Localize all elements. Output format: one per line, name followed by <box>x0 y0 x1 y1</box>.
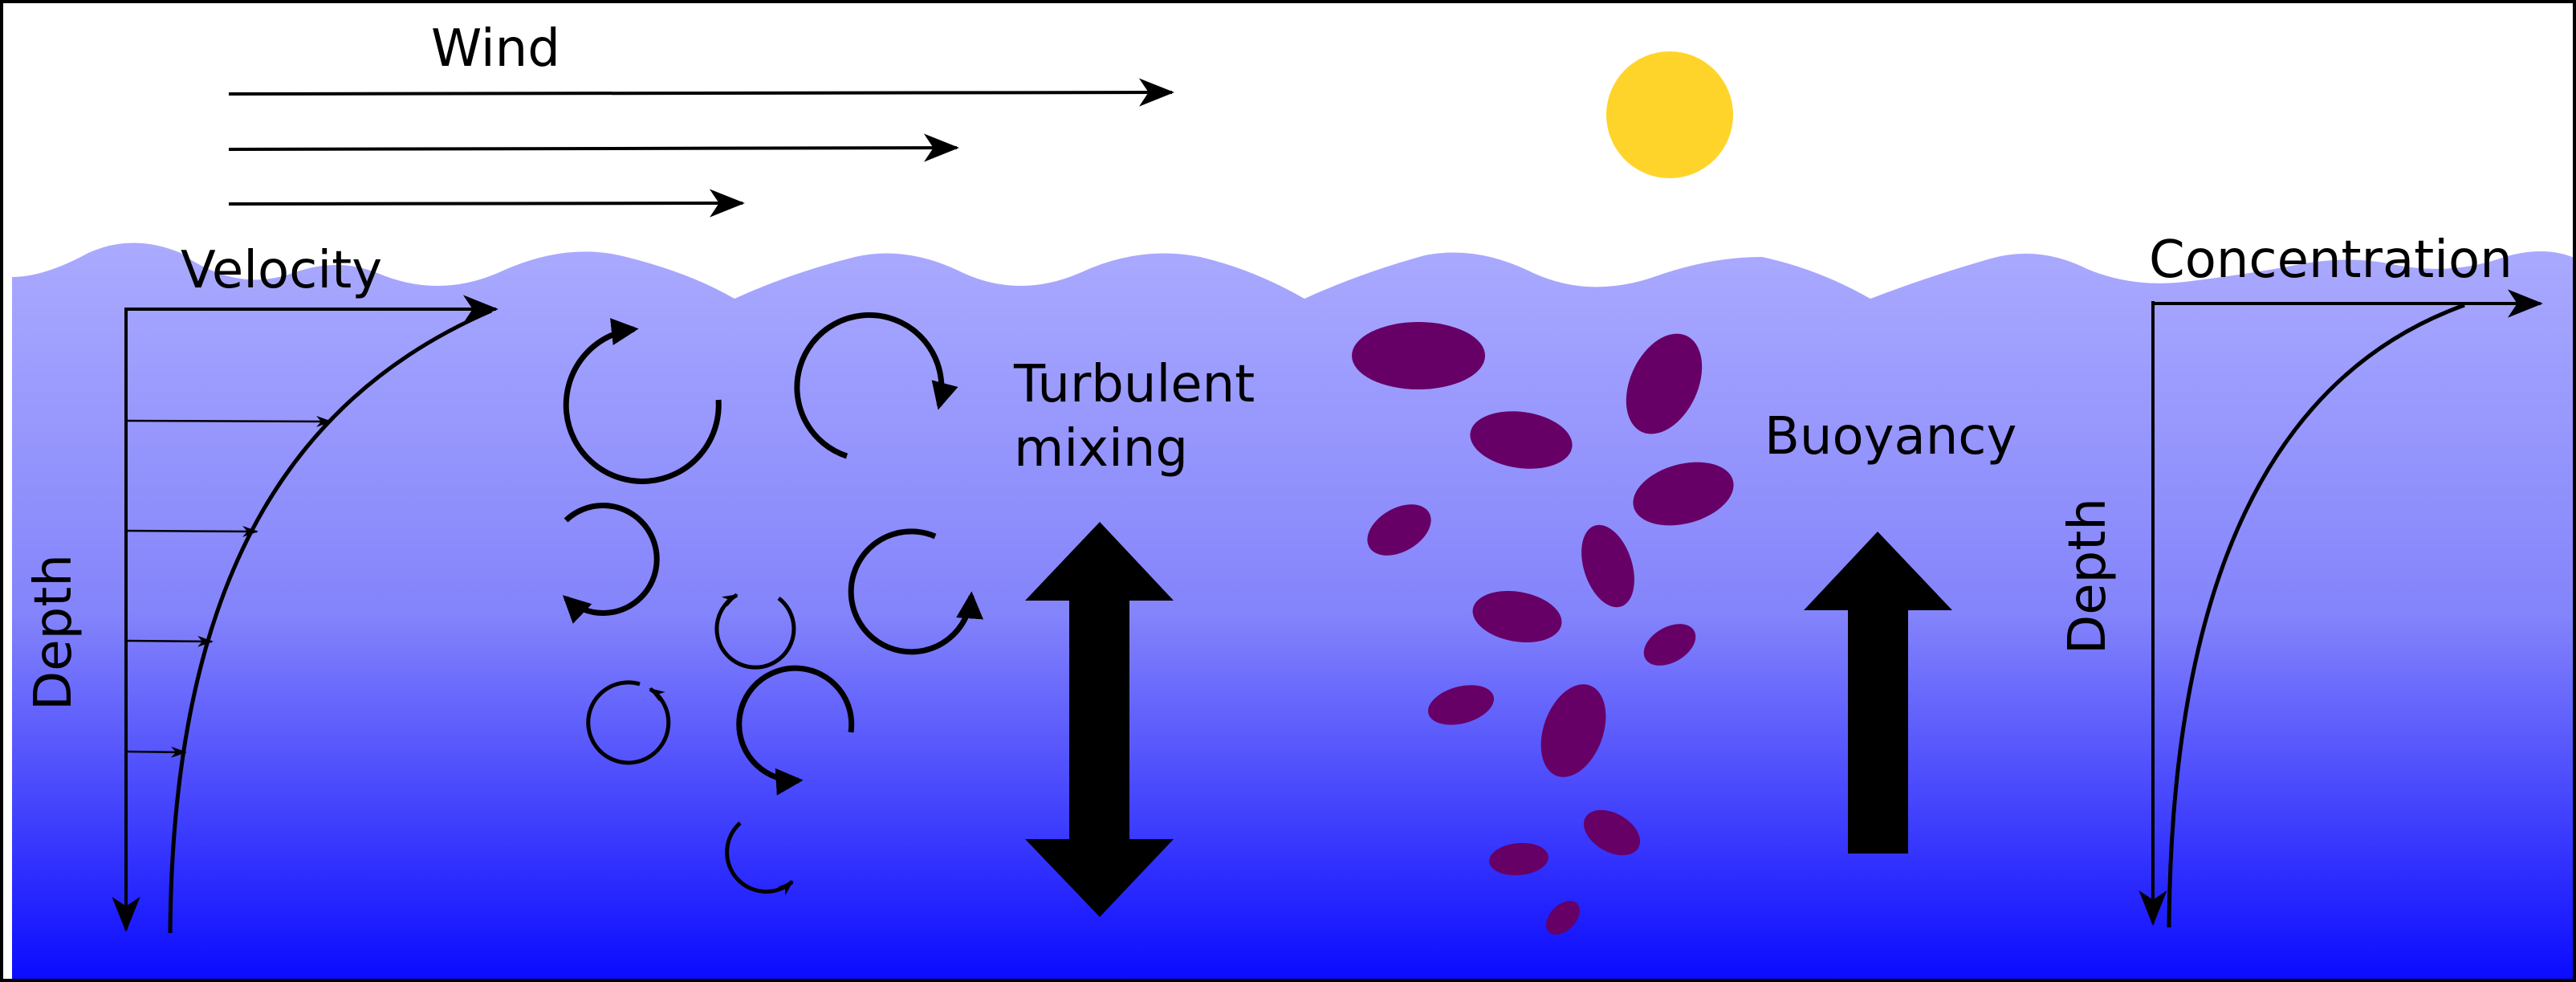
wind-arrows <box>228 78 1174 218</box>
eddy-icon-3 <box>562 503 660 624</box>
concentration-profile-curve <box>2167 303 2465 928</box>
particle <box>1367 504 1431 556</box>
wind-arrow-medium <box>228 133 959 162</box>
double-vertical-arrow-icon <box>1025 522 1174 917</box>
particle <box>1472 590 1562 643</box>
particle <box>1352 322 1485 389</box>
particle <box>1427 685 1495 725</box>
wind-label: Wind <box>431 19 560 79</box>
eddy-icon-1 <box>563 318 722 484</box>
buoyant-particles <box>1352 322 1734 935</box>
eddy-icon-8 <box>725 821 794 896</box>
turbulent-mixing-line-2: mixing <box>1014 419 1188 479</box>
eddy-icon-6 <box>736 665 855 796</box>
eddy-icon-7 <box>586 680 671 765</box>
sun-icon <box>1606 51 1733 178</box>
wind-arrow-short <box>228 189 745 218</box>
particle <box>1626 333 1703 434</box>
velocity-vector-2 <box>125 525 258 537</box>
water-body <box>12 242 2576 982</box>
particle <box>1470 411 1573 469</box>
velocity-vector-1 <box>125 415 332 427</box>
particle <box>1540 684 1606 777</box>
particle <box>1633 462 1734 526</box>
turbulent-mixing-line-1: Turbulent <box>1013 355 1255 414</box>
concentration-depth-label: Depth <box>2058 498 2118 654</box>
eddy-icon-5 <box>848 528 983 655</box>
turbulent-mixing-label: Turbulent mixing <box>1013 355 1272 479</box>
velocity-label: Velocity <box>181 241 382 300</box>
particle <box>1546 901 1580 935</box>
particle <box>1581 524 1634 608</box>
velocity-vector-3 <box>125 635 214 647</box>
velocity-profile <box>112 295 499 934</box>
particle <box>1489 842 1548 876</box>
particle <box>1583 809 1641 856</box>
concentration-profile <box>2139 289 2543 928</box>
buoyancy-label: Buoyancy <box>1764 407 2016 467</box>
velocity-depth-label: Depth <box>24 554 83 711</box>
eddy-icon-2 <box>794 312 958 459</box>
up-arrow-icon <box>1804 532 1952 854</box>
concentration-label: Concentration <box>2149 230 2513 290</box>
turbulent-eddies <box>562 312 983 896</box>
wind-arrow-long <box>228 78 1174 107</box>
particle <box>1643 624 1696 666</box>
eddy-icon-4 <box>714 593 796 670</box>
